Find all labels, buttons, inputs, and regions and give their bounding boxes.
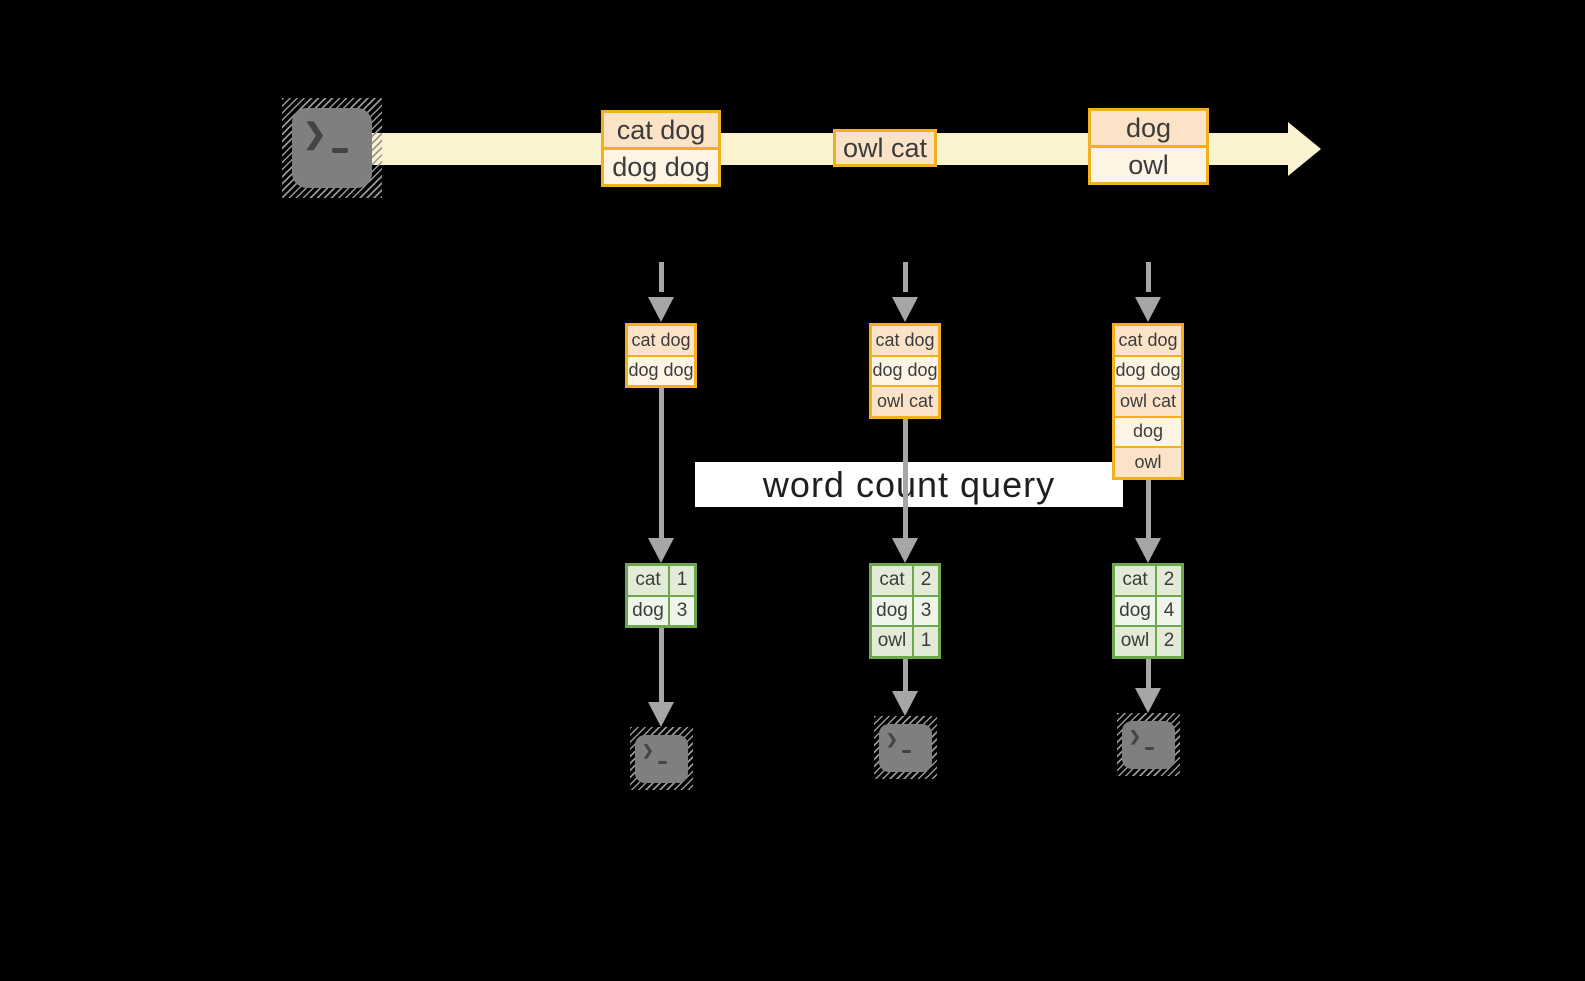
count-cell: 2 [1157, 627, 1181, 656]
count-cell: 3 [914, 596, 938, 625]
record-line: dog dog [604, 150, 718, 184]
stream-arrow-head [1288, 122, 1321, 176]
sink-terminal-icon-1: ❯ [630, 727, 693, 790]
terminal-cursor-icon [658, 761, 667, 764]
stream-record-2: owl cat [833, 129, 937, 167]
source-terminal-icon: ❯ [282, 98, 382, 198]
state-row: owl cat [1115, 387, 1181, 416]
state-row: dog dog [1115, 356, 1181, 385]
output-arrow-head [648, 702, 674, 727]
record-line: owl [1091, 148, 1206, 182]
count-cell: 2 [1157, 566, 1181, 595]
state-buffer-1: cat dog dog dog [625, 323, 697, 388]
output-arrow-shaft [658, 628, 664, 703]
word-cell: cat [872, 566, 912, 595]
word-cell: cat [1115, 566, 1155, 595]
sink-terminal-icon-3: ❯ [1117, 713, 1180, 776]
state-row: owl cat [872, 387, 938, 416]
output-arrow-shaft [902, 659, 908, 692]
count-cell: 1 [914, 627, 938, 656]
word-cell: dog [1115, 596, 1155, 625]
record-line: owl cat [836, 132, 934, 164]
state-buffer-3: cat dog dog dog owl cat dog owl [1112, 323, 1184, 480]
terminal-prompt-icon: ❯ [1129, 728, 1141, 744]
terminal-prompt-icon: ❯ [886, 731, 898, 747]
ingest-arrow-dash [1145, 262, 1151, 292]
terminal-cursor-icon [332, 148, 348, 153]
terminal-cursor-icon [902, 750, 911, 753]
stream-record-1: cat dog dog dog [601, 110, 721, 187]
ingest-arrow-head [1135, 297, 1161, 322]
terminal-body: ❯ [292, 108, 372, 188]
output-arrow-shaft [1145, 659, 1151, 689]
state-row: dog dog [628, 356, 694, 385]
state-row: dog [1115, 417, 1181, 446]
state-row: dog dog [872, 356, 938, 385]
query-arrow-shaft [658, 387, 664, 539]
terminal-body: ❯ [879, 724, 932, 772]
terminal-body: ❯ [635, 735, 688, 783]
query-arrow-head [892, 538, 918, 563]
output-arrow-head [892, 691, 918, 716]
query-label: word count query [762, 463, 1056, 505]
query-arrow-head [648, 538, 674, 563]
count-table-1: cat 1 dog 3 [625, 563, 697, 628]
terminal-body: ❯ [1122, 721, 1175, 769]
state-row: owl [1115, 448, 1181, 477]
query-label-band: word count query [695, 462, 1123, 507]
terminal-cursor-icon [1145, 747, 1154, 750]
count-table-2: cat 2 dog 3 owl 1 [869, 563, 941, 659]
ingest-arrow-head [892, 297, 918, 322]
sink-terminal-icon-2: ❯ [874, 716, 937, 779]
count-cell: 2 [914, 566, 938, 595]
record-line: dog [1091, 111, 1206, 145]
count-table-3: cat 2 dog 4 owl 2 [1112, 563, 1184, 659]
count-cell: 1 [670, 566, 694, 595]
state-row: cat dog [628, 326, 694, 355]
stream-record-3: dog owl [1088, 108, 1209, 185]
ingest-arrow-dash [658, 262, 664, 292]
record-line: cat dog [604, 113, 718, 147]
terminal-prompt-icon: ❯ [642, 742, 654, 758]
state-buffer-2: cat dog dog dog owl cat [869, 323, 941, 419]
count-cell: 3 [670, 596, 694, 625]
word-cell: cat [628, 566, 668, 595]
terminal-prompt-icon: ❯ [303, 118, 327, 149]
query-arrow-shaft [902, 417, 908, 539]
word-cell: dog [628, 596, 668, 625]
word-cell: owl [1115, 627, 1155, 656]
query-arrow-shaft [1145, 480, 1151, 539]
ingest-arrow-dash [902, 262, 908, 292]
query-arrow-head [1135, 538, 1161, 563]
output-arrow-head [1135, 688, 1161, 713]
word-cell: owl [872, 627, 912, 656]
count-cell: 4 [1157, 596, 1181, 625]
word-cell: dog [872, 596, 912, 625]
ingest-arrow-head [648, 297, 674, 322]
state-row: cat dog [1115, 326, 1181, 355]
state-row: cat dog [872, 326, 938, 355]
